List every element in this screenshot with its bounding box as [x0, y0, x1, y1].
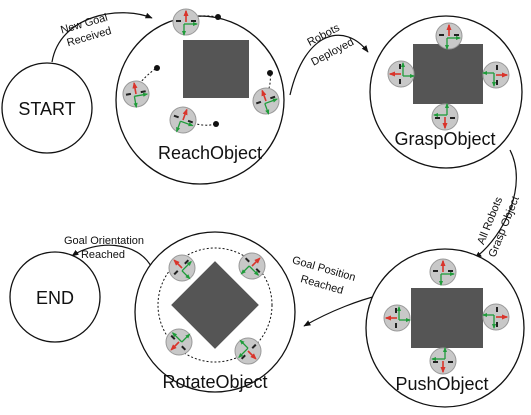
robot-wheel — [251, 343, 257, 349]
robot-wheel — [173, 270, 179, 276]
robot-wheel — [191, 20, 196, 22]
state-rotate-object: RotateObject — [134, 231, 296, 393]
heading-arrow — [182, 108, 188, 121]
state-push-object: PushObject — [365, 248, 525, 408]
edge-label-all-robots-grasp: All Robots Grasp Object — [475, 195, 522, 260]
object-square — [411, 288, 483, 348]
heading-arrow — [261, 89, 267, 102]
robot-wheel — [244, 257, 250, 263]
robot-wheel — [255, 100, 262, 105]
axis-arrow — [171, 332, 183, 343]
state-label: RotateObject — [162, 372, 267, 392]
robot-wheel — [255, 268, 261, 274]
robot-wheel — [176, 20, 181, 22]
robot-wheel — [496, 80, 498, 85]
axis-arrow — [264, 98, 278, 105]
robot — [238, 252, 266, 280]
robot — [172, 8, 200, 37]
state-label: PushObject — [395, 374, 488, 394]
robot-wheel — [450, 117, 455, 119]
robot-wheel — [448, 361, 453, 363]
robot-wheel — [496, 307, 498, 312]
robot-wheel — [433, 270, 438, 272]
robot — [435, 22, 463, 51]
axis-arrow — [239, 339, 249, 349]
axis-arrow — [181, 270, 191, 280]
robot-wheel — [496, 322, 498, 327]
robot-wheel — [395, 308, 397, 313]
robot — [169, 106, 197, 134]
robot — [122, 80, 150, 109]
axis-arrow — [176, 120, 182, 133]
robot — [165, 328, 193, 356]
robot — [252, 87, 280, 115]
robot-wheel — [181, 345, 187, 351]
edge-robots-deployed — [289, 34, 369, 96]
state-start: START — [1, 62, 93, 154]
robot-wheel — [240, 354, 246, 360]
heading-arrow — [251, 257, 261, 267]
edge-new-goal — [51, 12, 153, 63]
robot-wheel — [496, 65, 498, 70]
state-grasp-object: GraspObject — [369, 15, 523, 169]
robot-wheel — [454, 34, 459, 36]
object-square — [413, 44, 483, 104]
robot — [429, 258, 457, 287]
robot-wheel — [270, 95, 276, 100]
axis-arrow — [181, 333, 191, 343]
robot-wheel — [184, 259, 190, 265]
edge-label-line: Goal Orientation — [64, 235, 144, 247]
robot-wheel — [439, 34, 444, 36]
edge-goal-orientation — [71, 244, 153, 269]
robot-wheel — [125, 92, 132, 96]
object-square — [171, 261, 259, 349]
edge-label-new-goal: New Goal Received — [59, 12, 113, 50]
axis-arrow — [181, 260, 192, 272]
robot-wheel — [435, 117, 440, 119]
axis-arrow — [248, 265, 260, 276]
robot-wheel — [399, 64, 401, 69]
axis-arrow — [134, 92, 149, 97]
robot-wheel — [448, 270, 453, 272]
robot-wheel — [170, 334, 176, 340]
robot — [481, 303, 510, 331]
axis-arrow — [133, 96, 138, 109]
robot — [429, 346, 457, 375]
edge-label-robots-deployed: Robots Deployed — [305, 22, 356, 69]
robot — [387, 60, 416, 88]
approach-paths — [133, 15, 271, 126]
robot — [481, 61, 510, 89]
robot-wheel — [399, 79, 401, 84]
robot — [168, 254, 196, 282]
edge-all-robots-grasp — [474, 149, 517, 259]
state-end: END — [9, 251, 101, 343]
axis-arrow — [264, 103, 270, 115]
heading-arrow — [132, 81, 138, 95]
edge-label-goal-position: Goal Position Reached — [291, 254, 357, 297]
heading-arrow — [173, 259, 183, 269]
robot — [383, 304, 412, 332]
robot-wheel — [140, 90, 146, 94]
object-square — [183, 40, 249, 98]
axis-arrow — [240, 265, 250, 275]
rotation-path — [157, 247, 273, 363]
robot-wheel — [173, 114, 179, 119]
state-reach-object: ReachObject — [115, 8, 285, 185]
edge-label-goal-orientation: Goal Orientation Reached — [64, 235, 144, 261]
state-label: START — [18, 99, 75, 119]
edge-label-line: Reached — [81, 249, 125, 261]
axis-arrow — [180, 120, 194, 127]
robot-wheel — [433, 361, 438, 363]
state-label: GraspObject — [394, 129, 495, 149]
robot-wheel — [395, 323, 397, 328]
heading-arrow — [170, 341, 180, 351]
robot — [234, 337, 262, 365]
heading-arrow — [247, 350, 257, 360]
state-label: ReachObject — [158, 143, 262, 163]
robot — [431, 102, 459, 131]
state-label: END — [36, 288, 74, 308]
axis-arrow — [238, 347, 249, 359]
